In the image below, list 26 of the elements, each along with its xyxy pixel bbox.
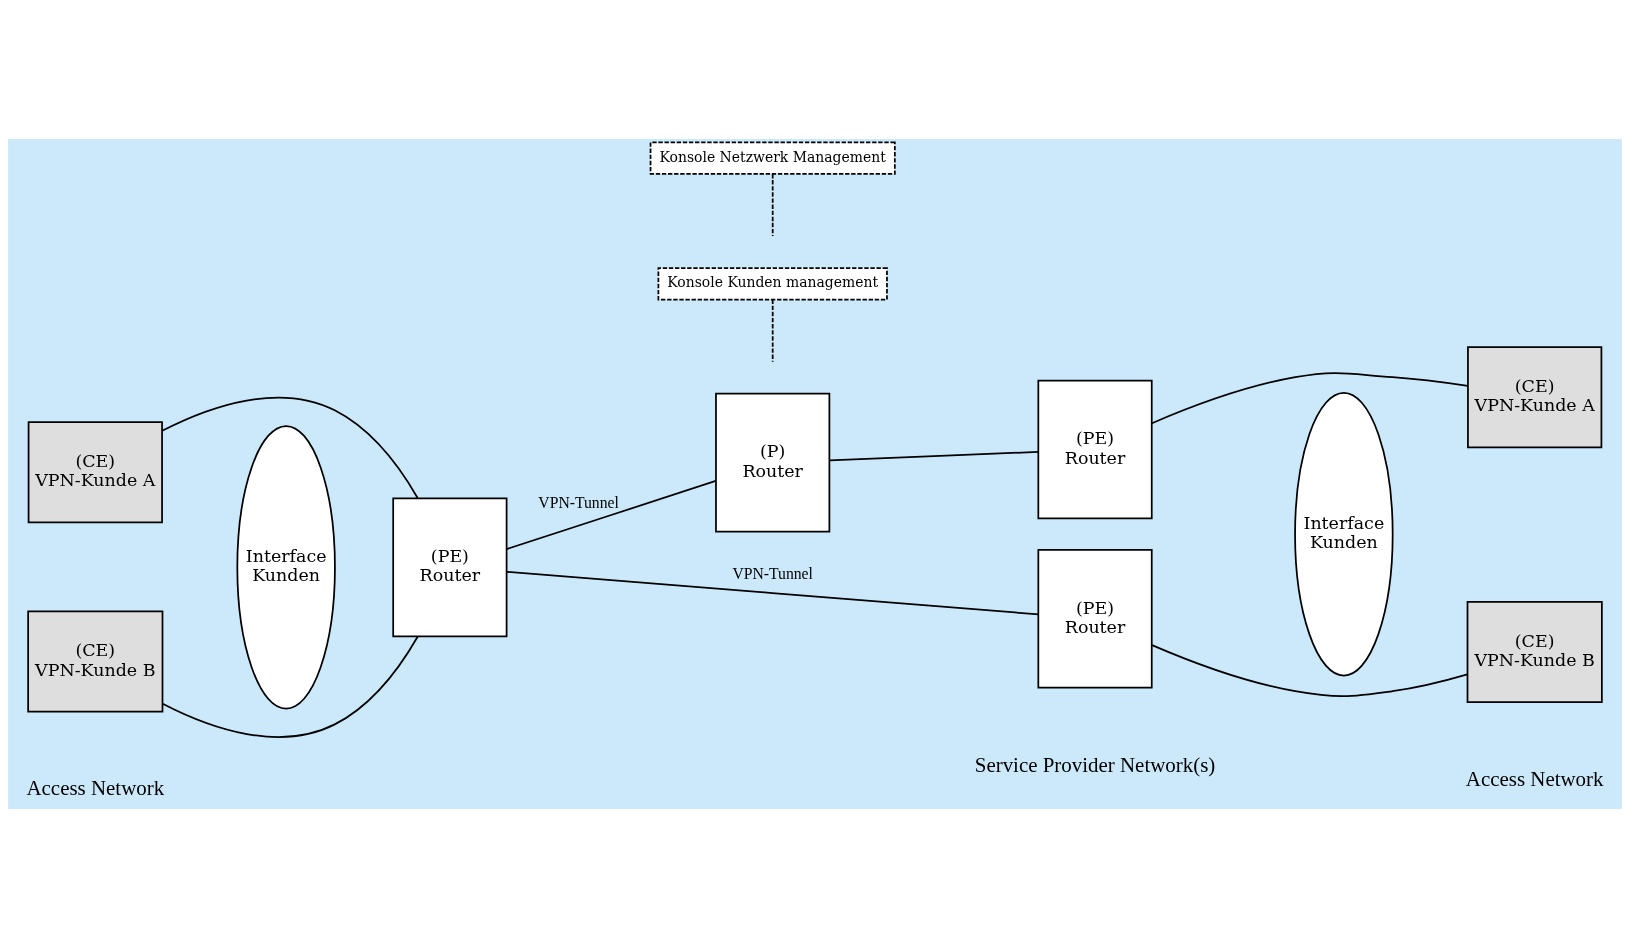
connector	[505, 480, 717, 550]
connector	[771, 173, 774, 237]
edge-label: VPN-Tunnel	[538, 493, 619, 511]
connector	[161, 396, 419, 500]
node-box: (P) Router	[715, 392, 831, 533]
node-box: (CE) VPN-Kunde B	[1466, 600, 1603, 703]
label: Access Network	[26, 776, 165, 801]
connector	[505, 570, 1040, 616]
node-box: (PE) Router	[1037, 379, 1153, 520]
node-box: (CE) VPN-Kunde A	[1467, 346, 1603, 449]
node-ellipse: Interface Kunden	[236, 425, 336, 710]
connector	[1151, 644, 1469, 698]
connector	[161, 635, 419, 738]
connector	[771, 298, 774, 363]
node-box: Konsole Kunden management	[657, 267, 888, 301]
connector	[1151, 372, 1469, 425]
node-box: (CE) VPN-Kunde A	[27, 421, 163, 524]
connector	[828, 451, 1039, 462]
label: Access Network	[1465, 766, 1604, 791]
label: Service Provider Network(s)	[974, 752, 1216, 777]
node-box: (CE) VPN-Kunde B	[27, 610, 164, 713]
edge-label: VPN-Tunnel	[732, 565, 813, 583]
node-box: (PE) Router	[1037, 549, 1153, 689]
node-ellipse: Interface Kunden	[1294, 392, 1394, 677]
node-box: (PE) Router	[392, 497, 508, 638]
node-box: Konsole Netzwerk Management	[649, 141, 896, 175]
